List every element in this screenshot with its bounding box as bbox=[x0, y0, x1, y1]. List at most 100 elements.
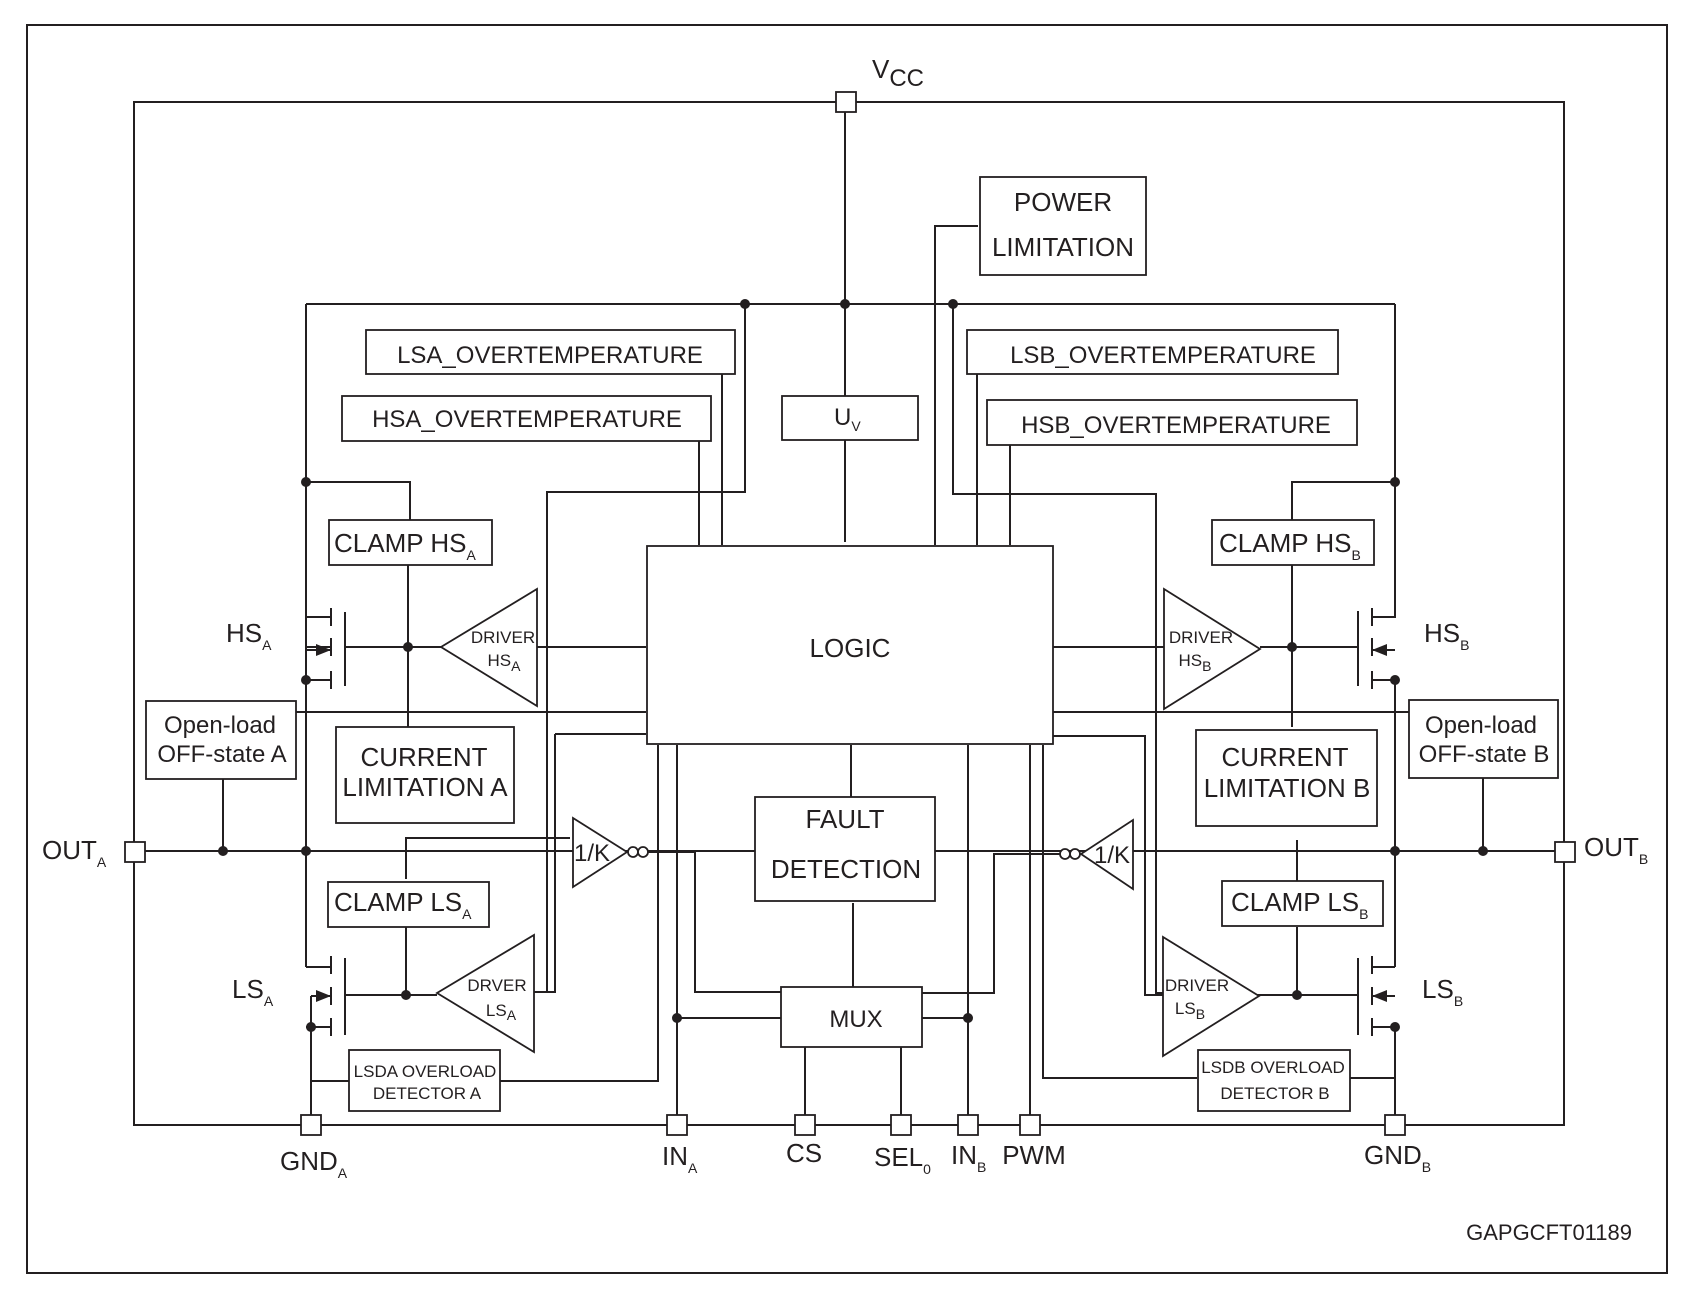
driver-ls-a-line1: DRVER bbox=[467, 976, 526, 995]
open-load-b-block bbox=[1408, 699, 1559, 779]
clamp-ls-a-label: CLAMP LSA bbox=[334, 887, 472, 922]
current-limitation-b-line2: LIMITATION B bbox=[1204, 773, 1371, 803]
open-load-a-line1: Open-load bbox=[164, 712, 276, 739]
logic-label: LOGIC bbox=[810, 633, 891, 663]
uv-block bbox=[781, 395, 919, 441]
hsa-overtemperature-block bbox=[341, 395, 712, 442]
power-limitation-line1: POWER bbox=[1014, 187, 1112, 217]
clamp-ls-b-label: CLAMP LSB bbox=[1231, 887, 1368, 922]
hsb-overtemperature-block bbox=[986, 399, 1358, 446]
mux-block bbox=[780, 986, 923, 1048]
lsdb-overload-line1: LSDB OVERLOAD bbox=[1201, 1058, 1345, 1077]
current-limitation-a-line1: CURRENT bbox=[360, 742, 487, 772]
driver-hs-b bbox=[1163, 587, 1262, 711]
hsa-overtemperature-label: HSA_OVERTEMPERATURE bbox=[372, 406, 682, 433]
pwm-pin bbox=[1019, 1114, 1041, 1136]
transistor-ls-a bbox=[310, 956, 346, 1036]
power-limitation-line2: LIMITATION bbox=[992, 232, 1134, 262]
driver-hs-b-line1: DRIVER bbox=[1169, 628, 1233, 647]
gnd-b-label: GNDB bbox=[1364, 1140, 1431, 1175]
pwm-label: PWM bbox=[1002, 1140, 1066, 1170]
out-a-pin bbox=[124, 841, 146, 863]
open-load-a-line2: OFF-state A bbox=[157, 741, 286, 768]
open-load-b-line2: OFF-state B bbox=[1419, 741, 1550, 768]
ls-a-label: LSA bbox=[232, 974, 274, 1009]
driver-ls-b-line2: LSB bbox=[1175, 999, 1205, 1022]
gnd-b-pin bbox=[1384, 1114, 1406, 1136]
k-amplifier-a bbox=[572, 816, 629, 889]
sel0-label: SEL0 bbox=[874, 1142, 931, 1177]
clamp-hs-b-block bbox=[1211, 519, 1375, 566]
driver-ls-b-line1: DRIVER bbox=[1165, 976, 1229, 995]
drivers: DRIVER HSA DRIVER HSB DRVER LSA DRIVER L… bbox=[435, 587, 1262, 1058]
hs-b-label: HSB bbox=[1424, 618, 1469, 653]
transistors: HSA HSB LSA bbox=[226, 608, 1469, 1036]
lsa-overtemperature-label: LSA_OVERTEMPERATURE bbox=[397, 342, 703, 369]
clamp-ls-b-block bbox=[1221, 880, 1384, 927]
hsb-overtemperature-label: HSB_OVERTEMPERATURE bbox=[1021, 412, 1331, 439]
figure-tag: GAPGCFT01189 bbox=[1466, 1220, 1632, 1245]
fault-detection-block bbox=[754, 796, 936, 902]
driver-hs-a-line1: DRIVER bbox=[471, 628, 535, 647]
mux-label: MUX bbox=[829, 1006, 882, 1033]
current-limitation-b-line1: CURRENT bbox=[1221, 742, 1348, 772]
lsda-overload-block bbox=[348, 1049, 501, 1112]
clamp-ls-a-block bbox=[327, 881, 490, 928]
k-amplifier-b-label: 1/K bbox=[1094, 842, 1130, 869]
current-limitation-b-block bbox=[1195, 729, 1378, 827]
lsb-overtemperature-block bbox=[966, 329, 1339, 375]
cs-label: CS bbox=[786, 1138, 822, 1168]
driver-ls-a-line2: LSA bbox=[486, 1001, 517, 1023]
vcc-label: VCC bbox=[872, 54, 924, 92]
fault-detection-line2: DETECTION bbox=[771, 854, 921, 884]
out-b-label: OUTB bbox=[1584, 832, 1648, 867]
fault-detection-line1: FAULT bbox=[806, 804, 885, 834]
clamp-hs-a-label: CLAMP HSA bbox=[334, 528, 476, 563]
lsda-overload-line1: LSDA OVERLOAD bbox=[354, 1062, 497, 1081]
transistor-hs-b bbox=[1357, 608, 1395, 689]
lsdb-overload-block bbox=[1197, 1049, 1351, 1112]
driver-hs-b-line2: HSB bbox=[1179, 651, 1212, 674]
pin-labels: VCC OUTA OUTB GNDA INA CS SEL0 INB PWM G… bbox=[42, 54, 1648, 1181]
transistor-hs-a bbox=[306, 608, 346, 689]
driver-ls-b bbox=[1162, 935, 1261, 1058]
clamp-hs-b-label: CLAMP HSB bbox=[1219, 528, 1361, 563]
driver-ls-a bbox=[435, 933, 535, 1054]
lsa-overtemperature-block bbox=[365, 329, 736, 375]
vcc-pin bbox=[835, 91, 857, 113]
pins bbox=[124, 91, 1576, 1136]
gnd-a-label: GNDA bbox=[280, 1146, 348, 1181]
driver-hs-a-line2: HSA bbox=[488, 651, 522, 674]
power-limitation-block bbox=[979, 176, 1147, 276]
lsda-overload-line2: DETECTOR A bbox=[373, 1084, 482, 1103]
driver-hs-a bbox=[439, 587, 538, 708]
hs-a-label: HSA bbox=[226, 618, 272, 653]
figure-frame bbox=[26, 24, 1668, 1274]
ls-b-label: LSB bbox=[1422, 974, 1463, 1009]
junction-dots bbox=[218, 299, 1488, 1032]
sel0-pin bbox=[890, 1114, 912, 1136]
current-limitation-a-block bbox=[335, 726, 515, 824]
k-amplifier-a-label: 1/K bbox=[574, 840, 610, 867]
gnd-a-pin bbox=[300, 1114, 322, 1136]
in-b-pin bbox=[957, 1114, 979, 1136]
current-limitation-a-line2: LIMITATION A bbox=[342, 772, 508, 802]
in-a-label: INA bbox=[662, 1141, 698, 1176]
cs-pin bbox=[794, 1114, 816, 1136]
wires bbox=[133, 101, 1565, 1126]
in-b-label: INB bbox=[951, 1140, 986, 1175]
logic-block bbox=[646, 545, 1054, 745]
k-amplifier-b bbox=[1079, 818, 1134, 891]
in-a-pin bbox=[666, 1114, 688, 1136]
lsdb-overload-line2: DETECTOR B bbox=[1220, 1084, 1329, 1103]
uv-label: UV bbox=[834, 404, 861, 434]
out-a-label: OUTA bbox=[42, 835, 107, 870]
transistor-ls-b bbox=[1357, 956, 1395, 1036]
open-load-b-line1: Open-load bbox=[1425, 712, 1537, 739]
clamp-hs-a-block bbox=[328, 519, 493, 566]
out-b-pin bbox=[1554, 841, 1576, 863]
lsb-overtemperature-label: LSB_OVERTEMPERATURE bbox=[1010, 342, 1316, 369]
blocks: POWER LIMITATION LSA_OVERTEMPERATURE HSA… bbox=[145, 176, 1559, 1112]
open-load-a-block bbox=[145, 700, 297, 780]
